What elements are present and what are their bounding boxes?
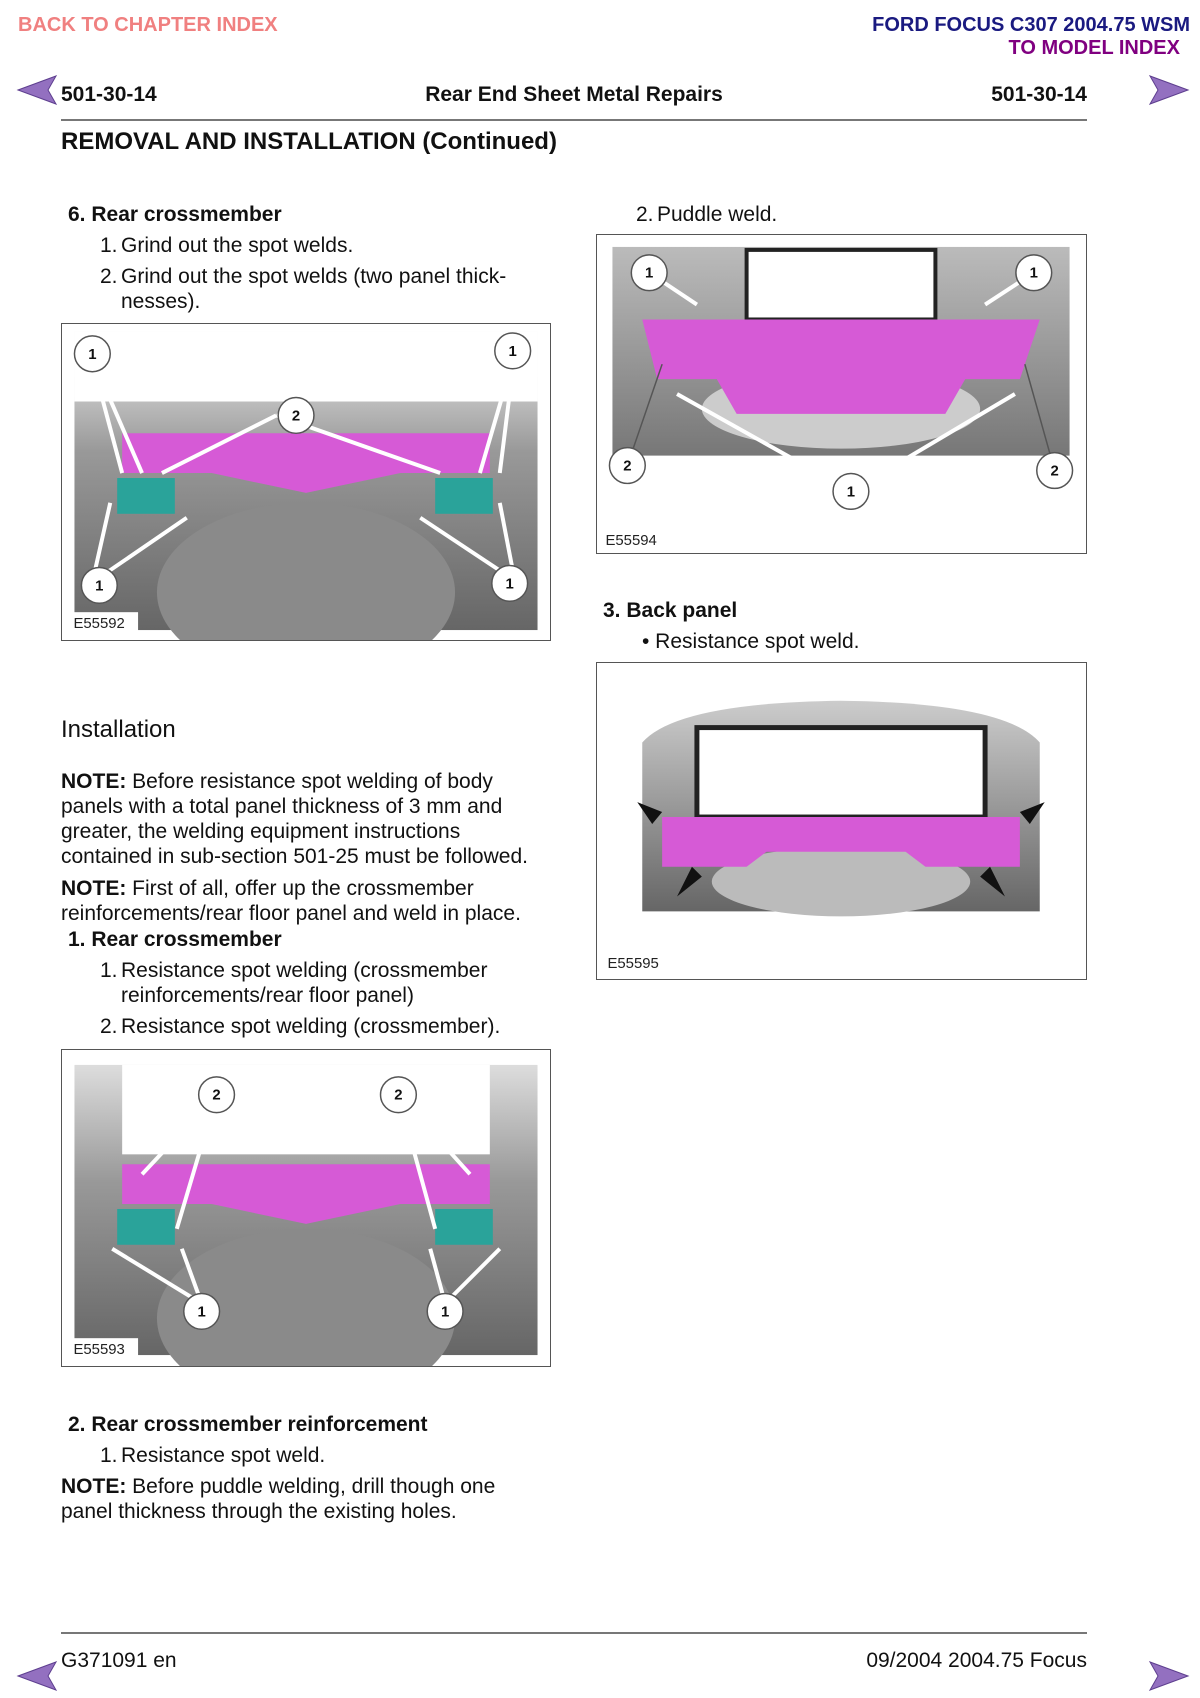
rear-crossmember-illustration: 1 1 2 1 1 E55592	[68, 331, 538, 640]
step3-bullet: • Resistance spot weld.	[642, 630, 860, 653]
callout-1: 1	[645, 266, 653, 282]
figure-id: E55595	[607, 956, 658, 972]
figure-id: E55592	[73, 616, 124, 632]
model-index-link[interactable]: TO MODEL INDEX	[1008, 37, 1180, 59]
callout-1: 1	[1030, 266, 1038, 282]
installation-heading: Installation	[61, 716, 176, 743]
callout-1: 1	[441, 1304, 449, 1320]
figure-e55594: 1 1 2 1 2 E55594	[596, 234, 1087, 554]
step1-item-1: Resistance spot welding (crossmember	[121, 959, 488, 982]
puddle-weld-item: Puddle weld.	[657, 203, 778, 226]
callout-1: 1	[95, 578, 103, 594]
note-3: NOTE: Before puddle welding, drill thoug…	[61, 1474, 561, 1524]
footer-doc-id: G371091 en	[61, 1649, 177, 1672]
step6-item-2: Grind out the spot welds (two panel thic…	[121, 265, 507, 288]
callout-2: 2	[292, 408, 300, 424]
callout-2: 2	[623, 459, 631, 475]
header-title: Rear End Sheet Metal Repairs	[425, 83, 723, 106]
next-page-arrow-icon[interactable]	[1148, 1660, 1190, 1692]
figure-id: E55594	[605, 533, 656, 549]
header-code-left: 501-30-14	[61, 83, 157, 106]
callout-1: 1	[88, 347, 96, 363]
note-line: panel thickness through the existing hol…	[61, 1500, 457, 1523]
note-line: panels with a total panel thickness of 3…	[61, 795, 503, 818]
previous-page-arrow-icon[interactable]	[16, 1660, 58, 1692]
step1-heading: 1. Rear crossmember	[68, 928, 282, 951]
step3-heading: 3. Back panel	[603, 599, 738, 622]
figure-e55595: E55595	[596, 662, 1087, 980]
note-line: reinforcements/rear floor panel and weld…	[61, 902, 521, 925]
callout-1: 1	[509, 344, 517, 360]
figure-id: E55593	[73, 1342, 124, 1358]
back-panel-illustration: E55595	[607, 700, 1045, 972]
crossmember-installation-illustration: 2 2 1 1 E55593	[68, 1064, 538, 1366]
section-title: REMOVAL AND INSTALLATION (Continued)	[61, 128, 557, 155]
note-line: Before resistance spot welding of body	[126, 770, 493, 793]
callout-2: 2	[212, 1088, 220, 1104]
step6-item-2-cont: nesses).	[121, 290, 201, 313]
step6-item-1: Grind out the spot welds.	[121, 234, 354, 257]
callout-2: 2	[394, 1088, 402, 1104]
header-rule	[61, 119, 1087, 121]
note-1: NOTE: Before resistance spot welding of …	[61, 769, 561, 869]
step1-num-2: 2.	[100, 1015, 118, 1038]
figure-e55592: 1 1 2 1 1 E55592	[61, 323, 551, 641]
next-page-arrow-icon[interactable]	[1148, 74, 1190, 106]
note-label: NOTE:	[61, 770, 127, 793]
step6-num-2: 2.	[100, 265, 118, 288]
step6-heading: 6. Rear crossmember	[68, 203, 282, 226]
step2-heading: 2. Rear crossmember reinforcement	[68, 1413, 428, 1436]
puddle-num: 2.	[636, 203, 654, 226]
step6-num-1: 1.	[100, 234, 118, 257]
note-label: NOTE:	[61, 877, 127, 900]
note-label: NOTE:	[61, 1475, 127, 1498]
footer-rule	[61, 1632, 1087, 1634]
callout-1: 1	[198, 1304, 206, 1320]
note-2: NOTE: First of all, offer up the crossme…	[61, 876, 561, 926]
wsm-title-link[interactable]: FORD FOCUS C307 2004.75 WSM	[872, 14, 1190, 36]
step2-num-1: 1.	[100, 1444, 118, 1467]
puddle-weld-illustration: 1 1 2 1 2 E55594	[605, 246, 1074, 549]
previous-page-arrow-icon[interactable]	[16, 74, 58, 106]
footer-date: 09/2004 2004.75 Focus	[866, 1649, 1087, 1672]
back-to-chapter-index-link[interactable]: BACK TO CHAPTER INDEX	[18, 14, 278, 36]
note-line: greater, the welding equipment instructi…	[61, 820, 461, 843]
figure-e55593: 2 2 1 1 E55593	[61, 1049, 551, 1367]
callout-1: 1	[506, 576, 514, 592]
step1-num-1: 1.	[100, 959, 118, 982]
step2-item-1: Resistance spot weld.	[121, 1444, 326, 1467]
note-line: First of all, offer up the crossmember	[126, 877, 474, 900]
note-line: contained in sub-section 501-25 must be …	[61, 845, 528, 868]
callout-1: 1	[847, 484, 855, 500]
step1-item-2: Resistance spot welding (crossmember).	[121, 1015, 501, 1038]
callout-2: 2	[1051, 463, 1059, 479]
note-line: Before puddle welding, drill though one	[126, 1475, 496, 1498]
header-code-right: 501-30-14	[991, 83, 1087, 106]
step1-item-1-cont: reinforcements/rear floor panel)	[121, 984, 414, 1007]
